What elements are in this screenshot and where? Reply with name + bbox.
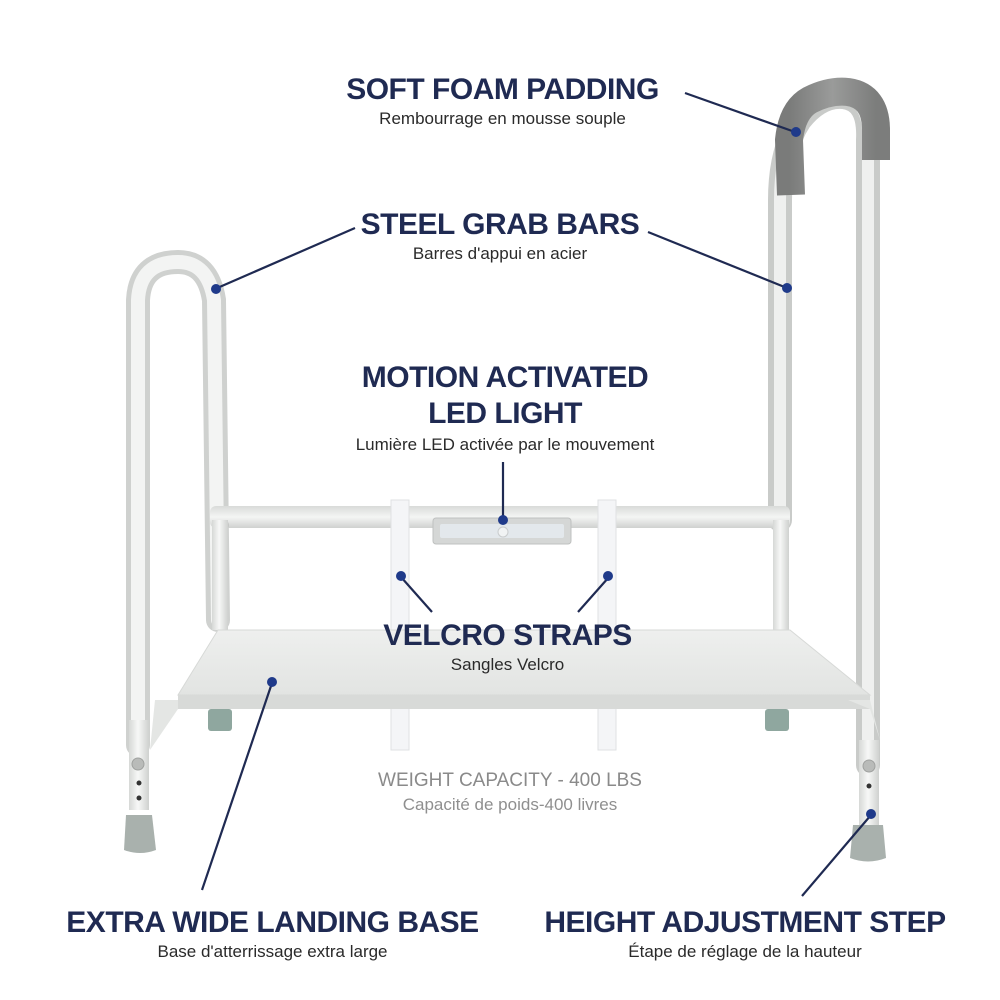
callout-subtitle: Base d'atterrissage extra large (157, 942, 388, 961)
callout-title: STEEL GRAB BARS (360, 208, 640, 241)
callout-motion-led-light: MOTION ACTIVATED LED LIGHT Lumière LED a… (300, 360, 710, 456)
callout-lines (200, 91, 872, 897)
callout-subtitle: Sangles Velcro (450, 655, 565, 674)
weight-capacity: WEIGHT CAPACITY - 400 LBS Capacité de po… (340, 769, 680, 817)
callout-title: VELCRO STRAPS (383, 619, 632, 652)
right-leg (850, 740, 886, 862)
callout-subtitle: Rembourrage en mousse souple (379, 109, 626, 128)
left-leg (124, 720, 156, 853)
callout-title: EXTRA WIDE LANDING BASE (66, 906, 479, 939)
left-grab-bar (126, 249, 230, 757)
landing-base (150, 629, 880, 750)
callout-title-line1: MOTION ACTIVATED (361, 361, 649, 394)
callout-title-line2: LED LIGHT (428, 397, 582, 430)
weight-capacity-title: WEIGHT CAPACITY - 400 LBS (378, 770, 642, 791)
callout-soft-foam-padding: SOFT FOAM PADDING Rembourrage en mousse … (330, 72, 675, 130)
callout-title: HEIGHT ADJUSTMENT STEP (544, 906, 946, 939)
left-inner-post (212, 520, 228, 630)
callout-velcro-straps: VELCRO STRAPS Sangles Velcro (375, 618, 640, 676)
callout-steel-grab-bars: STEEL GRAB BARS Barres d'appui en acier (355, 207, 645, 265)
callout-subtitle: Lumière LED activée par le mouvement (355, 435, 655, 454)
callout-subtitle: Barres d'appui en acier (412, 244, 588, 263)
callout-height-adjustment: HEIGHT ADJUSTMENT STEP Étape de réglage … (530, 905, 960, 963)
foam-padding (774, 77, 890, 196)
callout-dots (211, 127, 876, 819)
callout-title: SOFT FOAM PADDING (346, 73, 659, 106)
rear-foot-left (208, 709, 232, 731)
weight-capacity-subtitle: Capacité de poids-400 livres (402, 795, 618, 814)
callout-extra-wide-base: EXTRA WIDE LANDING BASE Base d'atterriss… (50, 905, 495, 963)
right-inner-post (773, 520, 789, 630)
rear-foot-right (765, 709, 789, 731)
callout-subtitle: Étape de réglage de la hauteur (628, 942, 862, 961)
